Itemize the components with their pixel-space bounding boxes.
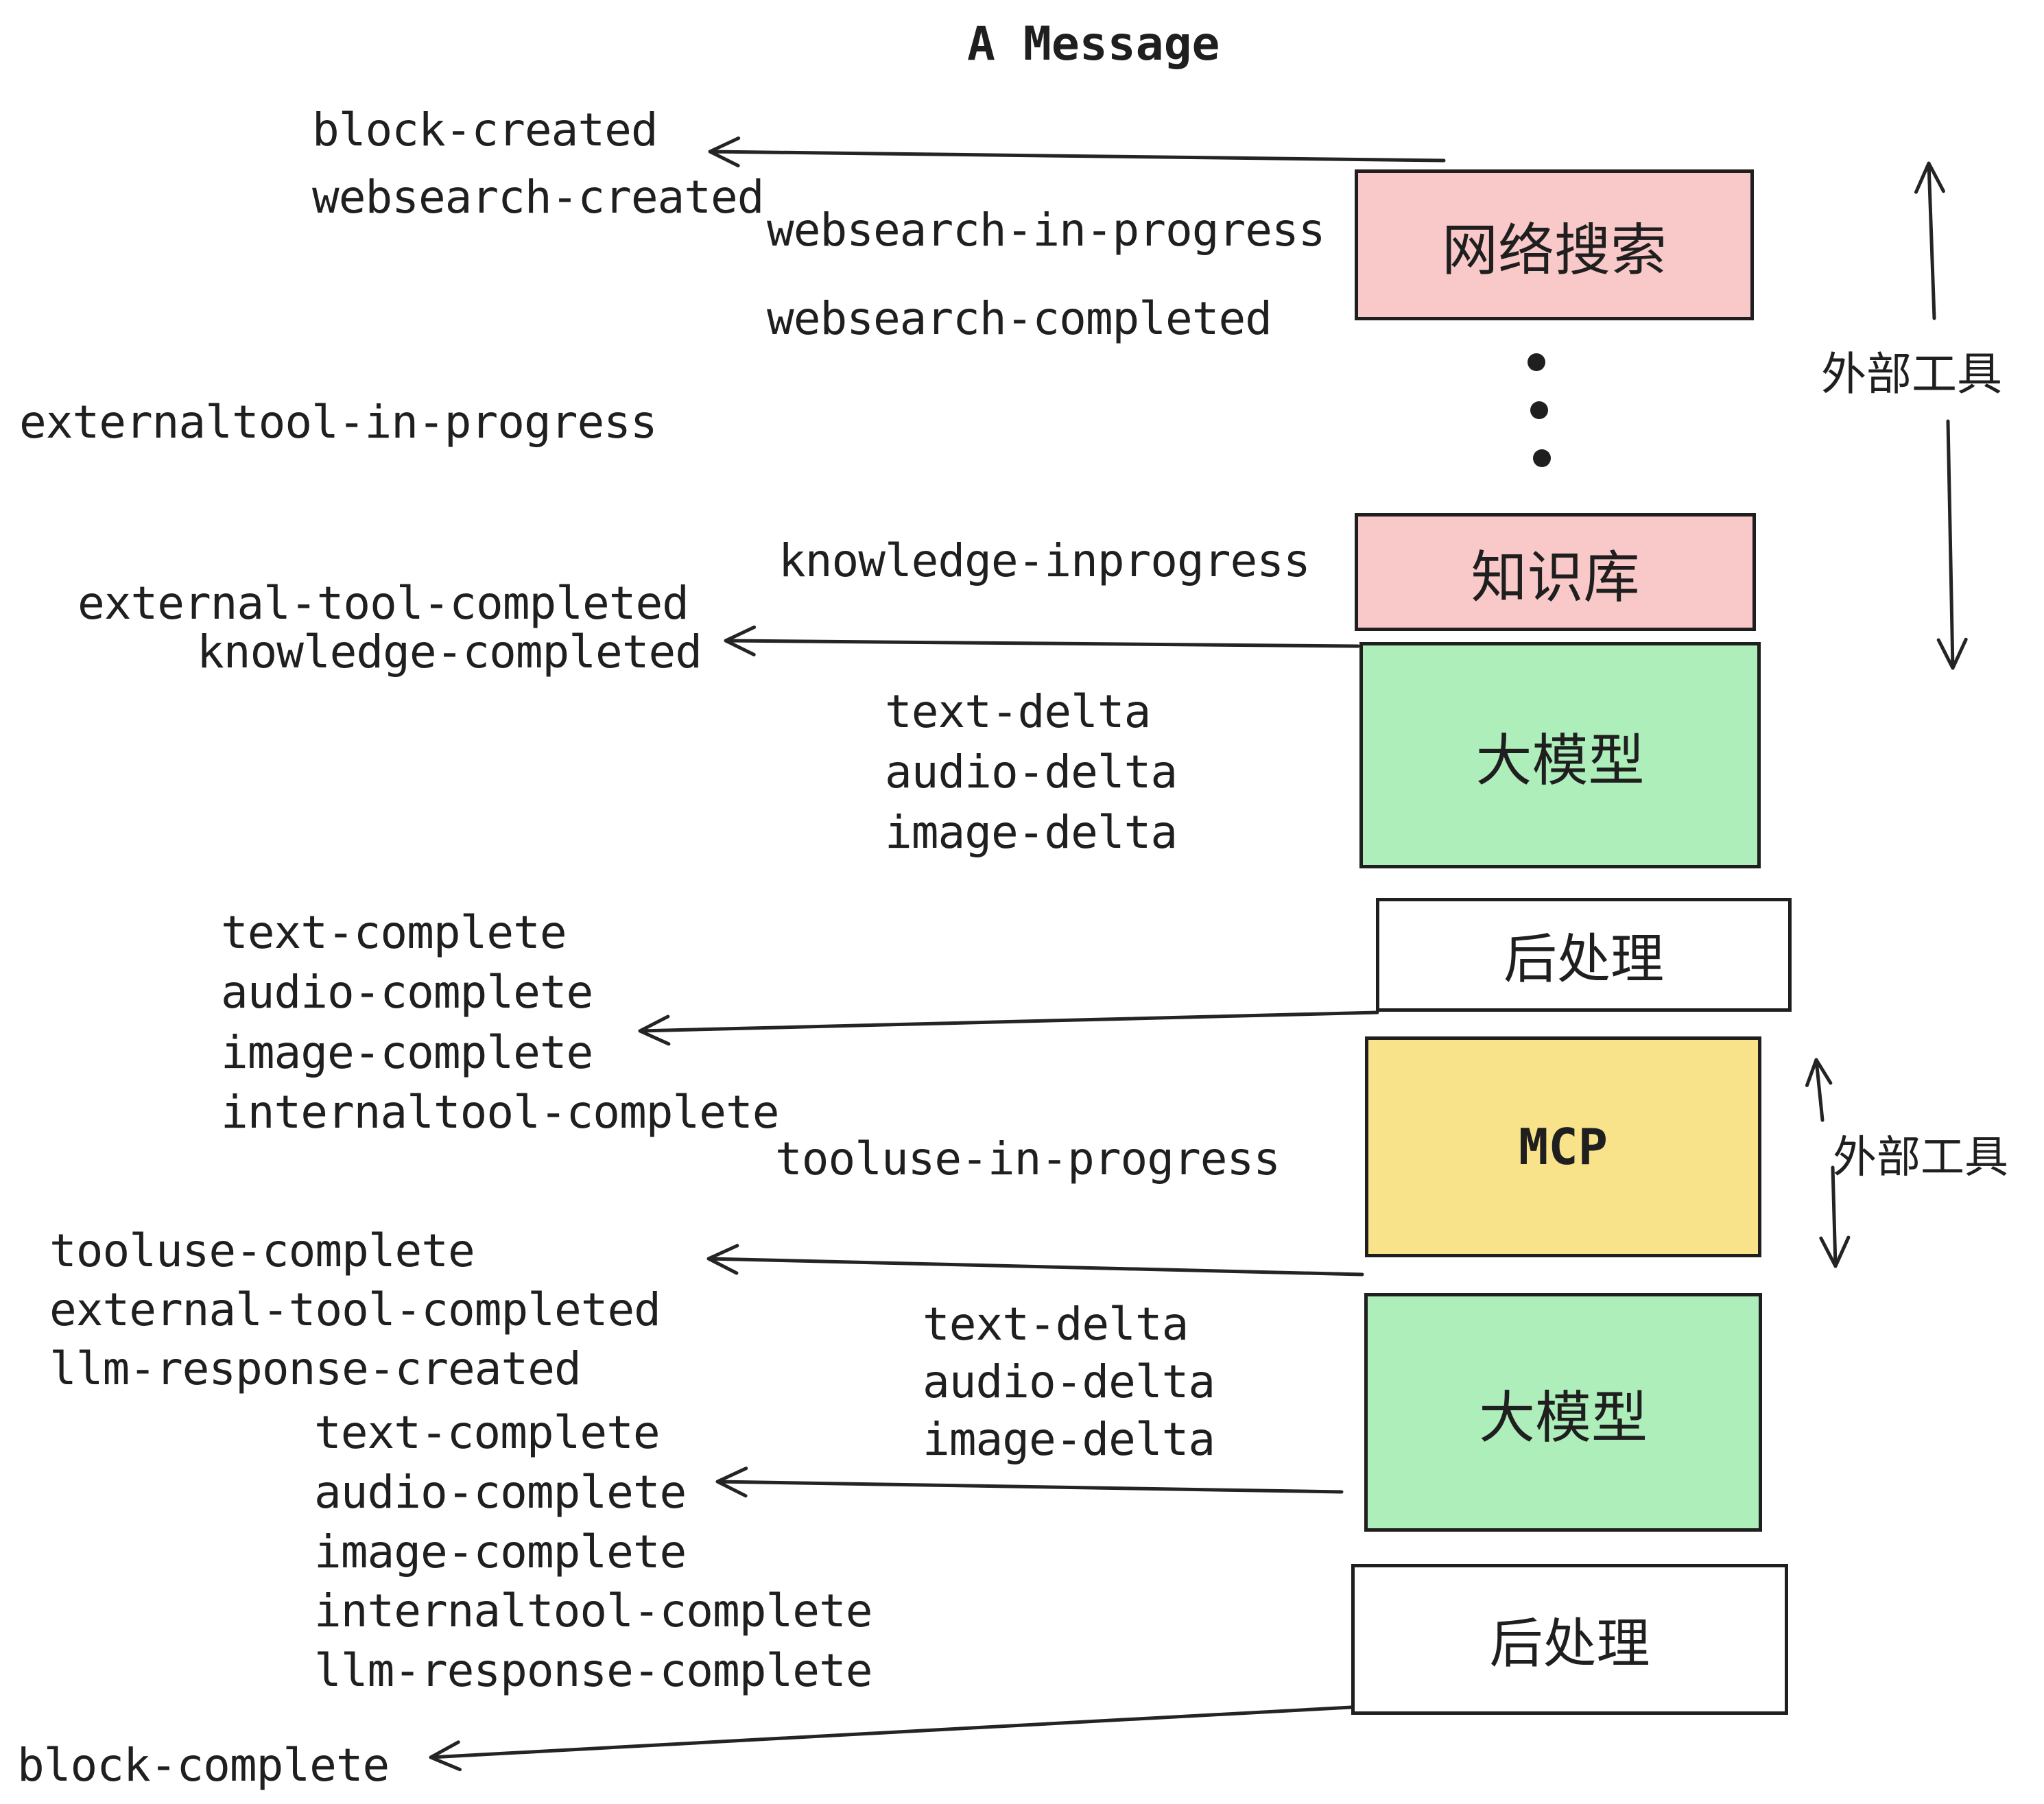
ellipsis-dot xyxy=(1528,353,1545,371)
event-label-internaltool-complete: internaltool-complete xyxy=(314,1585,872,1637)
diagram-title: A Message xyxy=(967,17,1220,71)
event-label-text-complete: text-complete xyxy=(314,1406,661,1459)
event-label-knowledge-inprogress: knowledge-inprogress xyxy=(779,534,1311,587)
event-label-audio-complete: audio-complete xyxy=(314,1466,687,1519)
ellipsis-dot xyxy=(1533,449,1551,467)
event-label-tooluse-in-progress: tooluse-in-progress xyxy=(775,1132,1281,1185)
event-label-knowledge-completed: knowledge-completed xyxy=(197,626,702,678)
event-label-block-complete: block-complete xyxy=(17,1739,390,1792)
event-label-externaltool-in-progress: externaltool-in-progress xyxy=(19,396,658,449)
knowledge-box: 知识库 xyxy=(1355,513,1756,631)
event-label-text-complete: text-complete xyxy=(221,906,567,959)
external-tools-annotation-1-down-arrow xyxy=(1936,419,1968,670)
external-tools-annotation-1-up-arrow xyxy=(1914,161,1945,320)
llm-box-2: 大模型 xyxy=(1364,1293,1762,1532)
arrow-llm2-to-audio-complete xyxy=(715,1467,1344,1498)
event-label-llm-response-created: llm-response-created xyxy=(49,1342,582,1395)
arrow-llm1-to-knowledge-completed xyxy=(724,625,1360,656)
event-label-external-tool-completed: external-tool-completed xyxy=(78,577,689,630)
event-label-websearch-in-progress: websearch-in-progress xyxy=(767,204,1325,257)
event-label-websearch-created: websearch-created xyxy=(312,171,765,224)
external-tools-annotation-2-up-arrow xyxy=(1805,1058,1833,1122)
event-label-image-complete: image-complete xyxy=(221,1026,593,1079)
event-label-llm-response-complete: llm-response-complete xyxy=(314,1644,872,1697)
llm-box-1: 大模型 xyxy=(1359,642,1761,868)
event-label-image-delta: image-delta xyxy=(923,1413,1215,1466)
arrow-post1-to-image-complete xyxy=(638,1010,1379,1046)
event-label-image-complete: image-complete xyxy=(314,1526,687,1578)
postprocess-box-2: 后处理 xyxy=(1351,1564,1788,1715)
event-label-text-delta: text-delta xyxy=(885,685,1151,738)
event-label-tooluse-complete: tooluse-complete xyxy=(49,1224,475,1277)
event-label-audio-delta: audio-delta xyxy=(923,1355,1215,1408)
external-tools-annotation-2-down-arrow xyxy=(1819,1165,1851,1268)
event-label-external-tool-completed: external-tool-completed xyxy=(49,1283,661,1336)
arrow-mcp-to-tooluse-complete xyxy=(706,1244,1364,1277)
postprocess-box-1: 后处理 xyxy=(1376,898,1792,1012)
event-label-websearch-completed: websearch-completed xyxy=(767,292,1272,345)
websearch-box: 网络搜索 xyxy=(1355,169,1754,320)
event-label-text-delta: text-delta xyxy=(923,1298,1189,1351)
event-label-internaltool-complete: internaltool-complete xyxy=(221,1086,779,1139)
event-label-image-delta: image-delta xyxy=(885,806,1178,859)
arrow-post2-to-block-complete xyxy=(429,1705,1353,1772)
arrow-websearch-to-block-created xyxy=(708,136,1446,168)
ellipsis-dot xyxy=(1530,401,1548,419)
event-label-block-created: block-created xyxy=(312,104,658,156)
mcp-box: MCP xyxy=(1365,1036,1761,1257)
event-label-audio-complete: audio-complete xyxy=(221,966,593,1019)
external-tools-annotation-1-label: 外部工具 xyxy=(1821,348,2002,401)
external-tools-annotation-2-label: 外部工具 xyxy=(1833,1132,2008,1183)
event-label-audio-delta: audio-delta xyxy=(885,746,1178,798)
